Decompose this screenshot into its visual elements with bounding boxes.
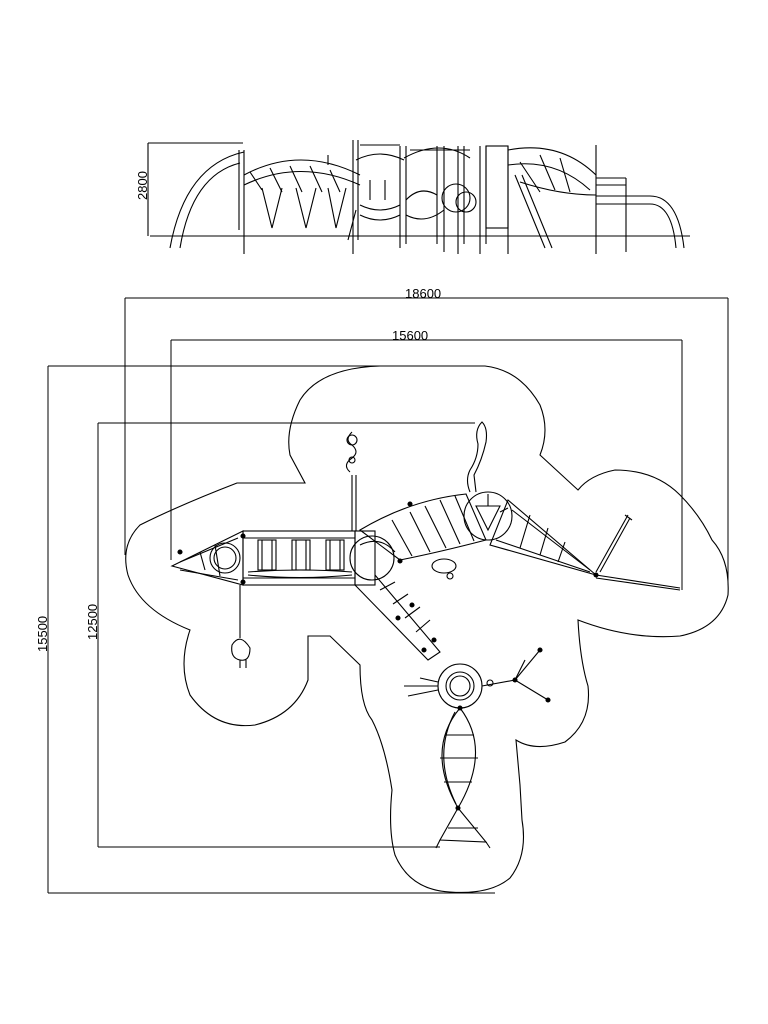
central-tower xyxy=(354,530,376,586)
structure-width-label: 15600 xyxy=(392,328,428,343)
diagonal-ladder xyxy=(354,574,441,661)
round-deck xyxy=(437,663,483,709)
elevation-left-arch xyxy=(169,151,245,249)
swing-ring xyxy=(431,558,457,574)
diagonal-climbing-ramp xyxy=(359,493,487,561)
plan-structure xyxy=(170,421,681,849)
overall-width-label: 18600 xyxy=(405,286,441,301)
overall-depth-label: 15500 xyxy=(35,616,50,652)
bottom-a-frame xyxy=(439,807,488,843)
plan-dimension-lines xyxy=(47,297,729,894)
triangular-tower xyxy=(463,491,513,541)
elevation-right-slide xyxy=(596,195,685,249)
spiral-climber xyxy=(345,431,357,473)
elevation-view xyxy=(147,140,690,254)
wavy-slide xyxy=(466,421,488,493)
right-deck xyxy=(489,499,597,576)
left-entry-deck xyxy=(170,530,244,586)
safety-zone-outline xyxy=(125,365,729,893)
elevation-bridge-arch xyxy=(243,159,361,176)
height-dimension-label: 2800 xyxy=(135,171,150,200)
structure-depth-label: 12500 xyxy=(85,604,100,640)
elevation-right-arch xyxy=(507,147,597,176)
tunnel-bridge xyxy=(242,530,356,586)
